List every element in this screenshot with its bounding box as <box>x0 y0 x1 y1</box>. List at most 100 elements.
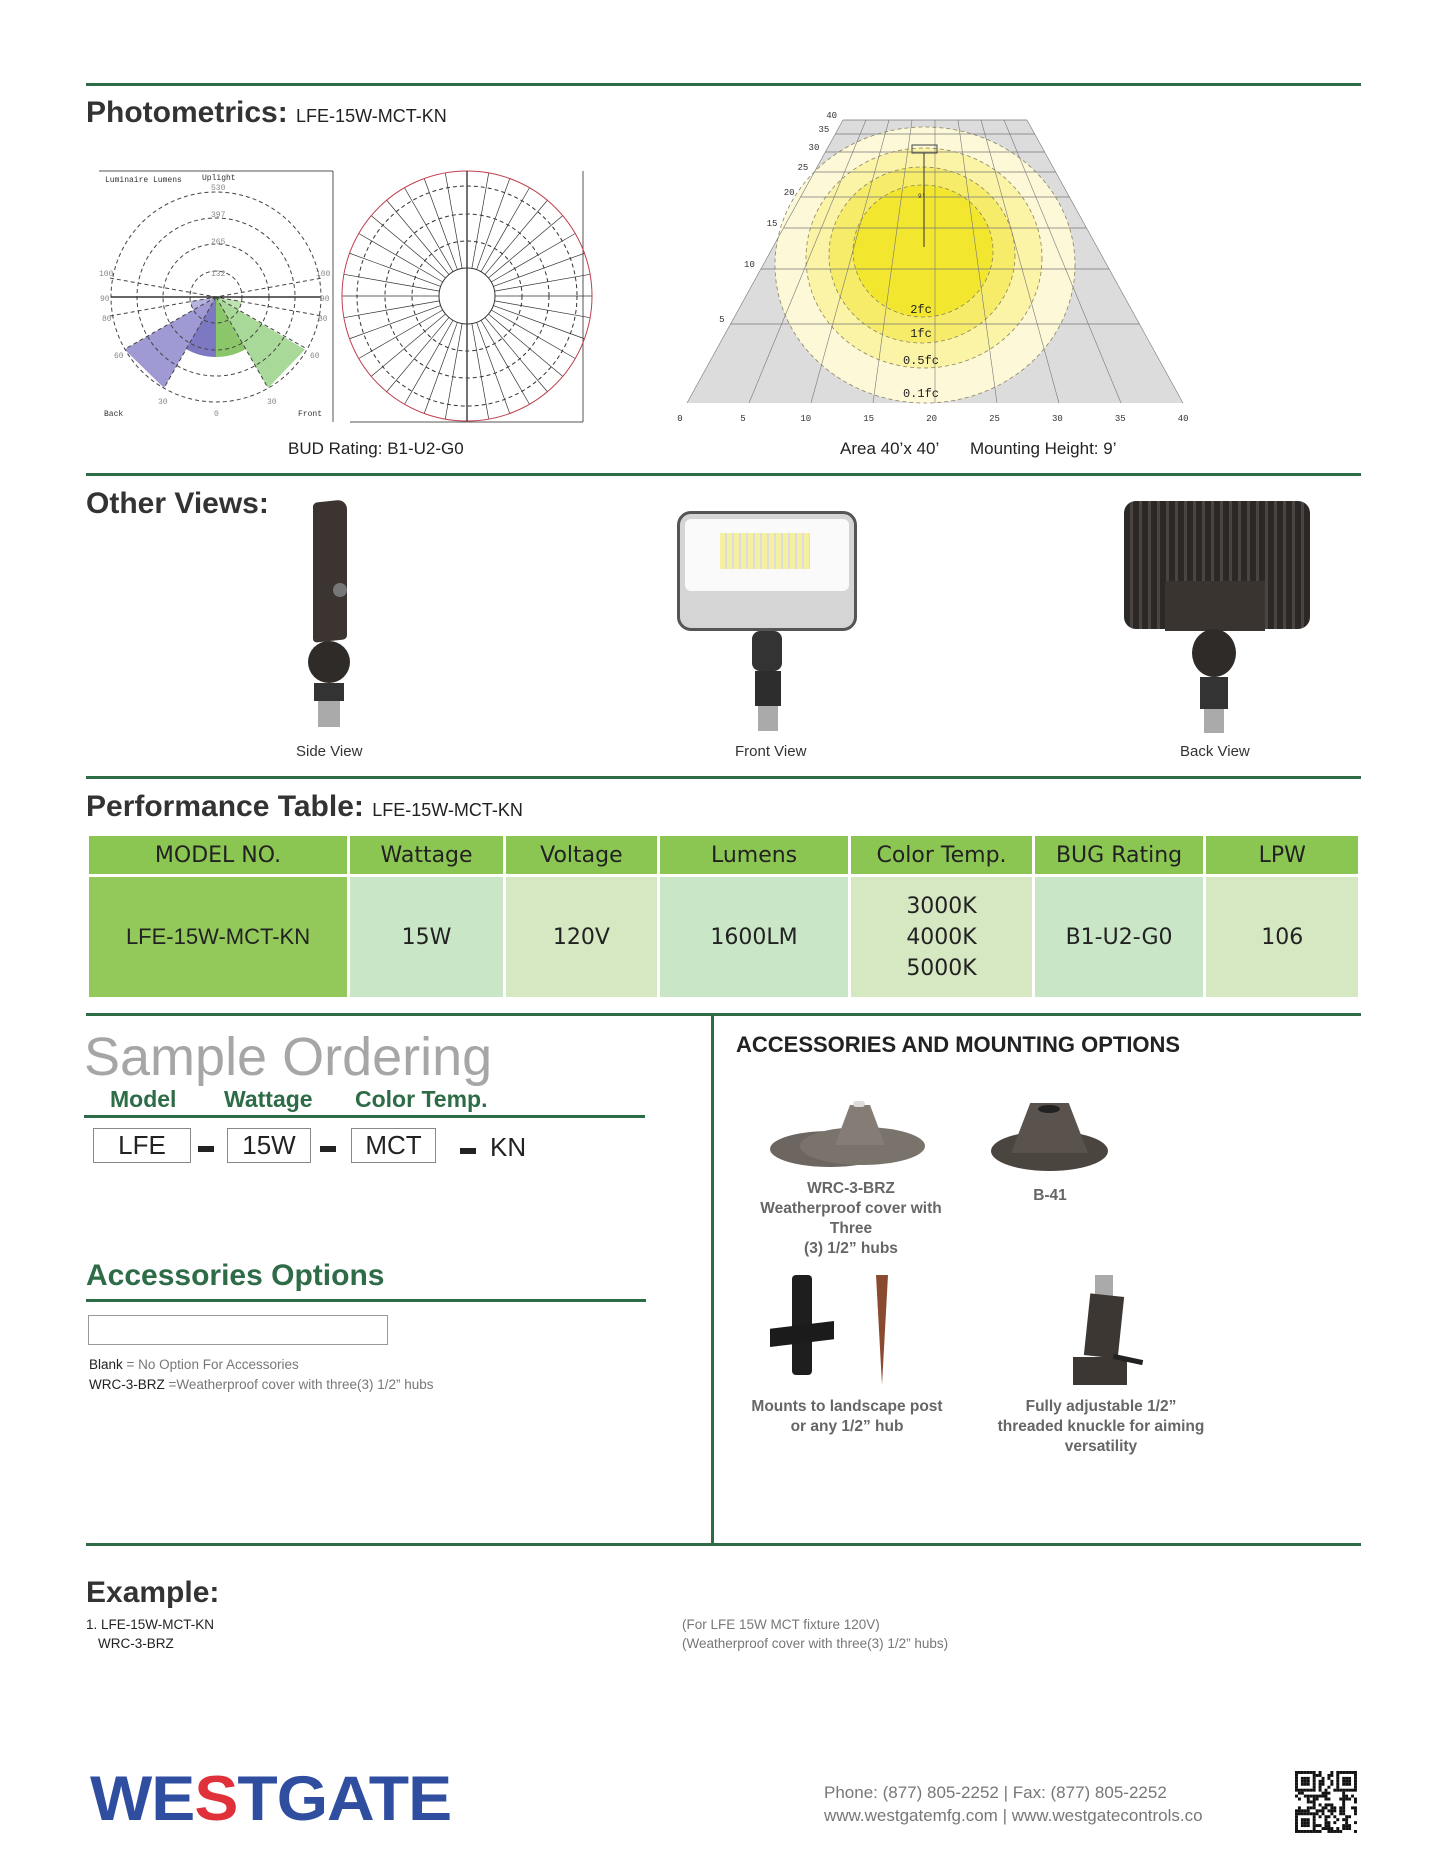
color-temp-value: 5000K <box>906 955 977 981</box>
grid-ray <box>358 233 443 283</box>
front-label: Front <box>298 410 322 419</box>
qr-module <box>1303 1782 1307 1786</box>
grid-line <box>748 119 867 404</box>
qr-module <box>1309 1794 1313 1798</box>
qr-module <box>1303 1830 1307 1833</box>
divider <box>86 1013 1361 1016</box>
qr-module <box>1330 1773 1334 1777</box>
area-label: Area 40’x 40’ <box>840 439 940 458</box>
qr-module <box>1327 1824 1331 1828</box>
cell-voltage: 120V <box>506 874 657 997</box>
accessory-note: Blank = No Option For Accessories <box>89 1357 299 1372</box>
qr-module <box>1327 1803 1331 1807</box>
website-link[interactable]: www.westgatecontrols.co <box>1011 1806 1203 1825</box>
qr-module <box>1327 1815 1331 1819</box>
note-text: =Weatherproof cover with three(3) 1/2” h… <box>164 1377 434 1392</box>
qr-module <box>1354 1830 1357 1833</box>
qr-module <box>1318 1785 1322 1789</box>
qr-module <box>1297 1809 1301 1813</box>
fax: Fax: (877) 805-2252 <box>1012 1783 1167 1802</box>
grid-ray <box>358 309 443 359</box>
bud-polar-chart: Luminaire Lumens Uplight 530 397 265 132… <box>99 170 334 422</box>
qr-module <box>1295 1773 1298 1777</box>
qr-module <box>1327 1809 1331 1813</box>
qr-module <box>1306 1794 1310 1798</box>
example-note: (Weatherproof cover with three(3) 1/2” h… <box>682 1636 949 1651</box>
qr-module <box>1351 1794 1354 1798</box>
performance-title: Performance Table: <box>86 790 364 823</box>
qr-module <box>1318 1830 1322 1833</box>
x-tick-label: 35 <box>1115 414 1126 424</box>
qr-module <box>1318 1779 1322 1783</box>
divider <box>86 776 1361 779</box>
y-tick-label: 20 <box>784 188 795 198</box>
qr-module <box>1354 1809 1357 1813</box>
angle-label: 80 <box>318 315 328 324</box>
mounting-title: ACCESSORIES AND MOUNTING OPTIONS <box>736 1032 1181 1057</box>
qr-module <box>1300 1791 1304 1795</box>
qr-module <box>1348 1797 1352 1801</box>
caption-line: WRC-3-BRZ <box>807 1180 895 1197</box>
qr-module <box>1336 1818 1340 1822</box>
qr-module <box>1306 1797 1310 1801</box>
ordering-label-wattage: Wattage <box>224 1086 313 1112</box>
qr-module <box>1342 1779 1346 1783</box>
grid-ray <box>480 187 530 272</box>
qr-module <box>1336 1779 1340 1783</box>
qr-module <box>1315 1824 1319 1828</box>
ring-label: 397 <box>211 211 226 220</box>
ordering-label-model: Model <box>110 1086 177 1112</box>
qr-module <box>1315 1794 1319 1798</box>
grid-ray <box>491 309 576 359</box>
qr-module <box>1315 1830 1319 1833</box>
grid-ray <box>444 323 463 420</box>
qr-module <box>1330 1782 1334 1786</box>
note-text: = No Option For Accessories <box>122 1357 299 1372</box>
website-link[interactable]: www.westgatemfg.com <box>824 1806 998 1825</box>
qr-module <box>1330 1809 1334 1813</box>
qr-module <box>1330 1803 1334 1807</box>
mounting-item-caption: B-41 <box>1000 1186 1100 1206</box>
qr-module <box>1342 1827 1346 1830</box>
isofootcandle-contour <box>852 184 994 318</box>
angle-label: 0 <box>214 410 219 419</box>
qr-module <box>1295 1830 1298 1833</box>
cell-color-temp: 3000K 4000K 5000K <box>851 874 1032 997</box>
qr-module <box>1324 1797 1328 1801</box>
qr-module <box>1339 1806 1343 1810</box>
qr-module <box>1336 1776 1340 1780</box>
qr-module <box>1312 1830 1316 1833</box>
note-key: WRC-3-BRZ <box>89 1377 165 1392</box>
qr-module <box>1303 1812 1307 1816</box>
uplight-label: Uplight <box>202 174 236 183</box>
qr-module <box>1300 1779 1304 1783</box>
qr-module <box>1318 1794 1322 1798</box>
qr-module <box>1336 1773 1340 1777</box>
qr-module <box>1342 1824 1346 1828</box>
contour-label: 0.5fc <box>903 354 939 368</box>
y-tick-label: 25 <box>798 163 809 173</box>
back-view-label: Back View <box>1180 743 1250 760</box>
x-tick-label: 5 <box>740 414 745 424</box>
qr-module <box>1321 1794 1325 1798</box>
qr-module <box>1324 1803 1328 1807</box>
qr-module <box>1345 1827 1349 1830</box>
table-header-row: MODEL NO. Wattage Voltage Lumens Color T… <box>89 836 1358 874</box>
grid-ray <box>343 273 440 292</box>
dash-separator <box>460 1148 476 1154</box>
polar-diagrams: Luminaire Lumens Uplight 530 397 265 132… <box>99 170 593 423</box>
qr-module <box>1315 1773 1319 1777</box>
grid-ray <box>404 320 454 405</box>
angle-label: 60 <box>310 352 320 361</box>
qr-module <box>1306 1809 1310 1813</box>
qr-module <box>1297 1797 1301 1801</box>
caption-line: Fully adjustable 1/2” <box>1025 1398 1177 1415</box>
qr-module <box>1348 1827 1352 1830</box>
accessories-input[interactable] <box>88 1315 388 1345</box>
qr-module <box>1336 1827 1340 1830</box>
color-temp-value: 4000K <box>906 924 977 950</box>
y-tick-label: 15 <box>767 219 778 229</box>
mounting-item-caption: WRC-3-BRZ Weatherproof cover with Three … <box>740 1179 962 1259</box>
logo-letter: E <box>151 1762 195 1834</box>
qr-module <box>1321 1776 1325 1780</box>
